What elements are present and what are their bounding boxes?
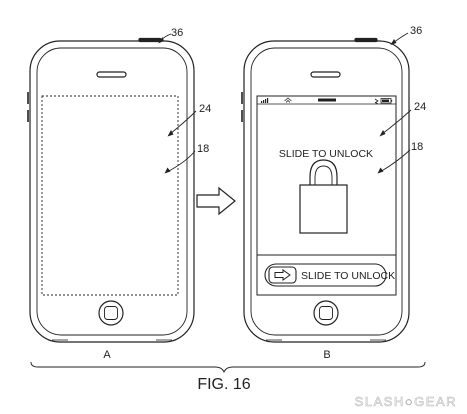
padlock-body (299, 184, 348, 234)
ref-36-b: 36 (410, 25, 422, 37)
signal-icon (261, 98, 269, 103)
watermark-logo: SLASH○GEAR (355, 394, 457, 409)
padlock-icon (299, 159, 348, 234)
hollow-right-arrow-icon (196, 186, 236, 216)
right-arrow-icon (274, 269, 291, 281)
phone-a (27, 37, 195, 343)
label-b: B (323, 349, 330, 361)
ref-18-a: 18 (197, 143, 209, 155)
ref-36-a: 36 (171, 27, 183, 39)
status-bar (257, 97, 396, 105)
phone-b-home-square-icon (319, 306, 333, 320)
figure-caption: FIG. 16 (197, 376, 250, 393)
phone-a-bezel (36, 47, 188, 336)
padlock-shackle (309, 159, 338, 185)
battery-icon (380, 98, 393, 104)
slider-knob[interactable] (268, 266, 297, 284)
bluetooth-icon (374, 98, 379, 105)
phone-a-earpiece (96, 71, 127, 78)
phone-b-bezel (250, 47, 403, 336)
phone-a-top-button (138, 37, 162, 43)
clock-display (318, 98, 336, 102)
slider-text: SLIDE TO UNLOCK (301, 270, 395, 282)
wifi-icon (284, 97, 292, 103)
grouping-brace (30, 361, 426, 374)
ref-24-a: 24 (199, 103, 211, 115)
slider-track[interactable] (264, 263, 387, 287)
phone-a-home-button (98, 300, 124, 326)
label-a: A (103, 349, 111, 361)
padlock-shackle-inner (314, 165, 333, 185)
phone-b-body (243, 40, 410, 343)
phone-b-screen (256, 95, 397, 296)
phone-b-earpiece (310, 71, 341, 78)
phone-a-body (29, 40, 195, 343)
phone-a-home-square-icon (104, 306, 118, 320)
phone-b-home-button (313, 300, 339, 326)
phone-b-top-button (354, 37, 378, 43)
phone-a-display-area (41, 95, 179, 296)
phone-b (241, 37, 410, 343)
ref-24-b: 24 (414, 101, 426, 113)
ref-18-b: 18 (411, 141, 423, 153)
leader-arrowheads (158, 37, 397, 174)
lock-screen-text: SLIDE TO UNLOCK (279, 148, 373, 160)
